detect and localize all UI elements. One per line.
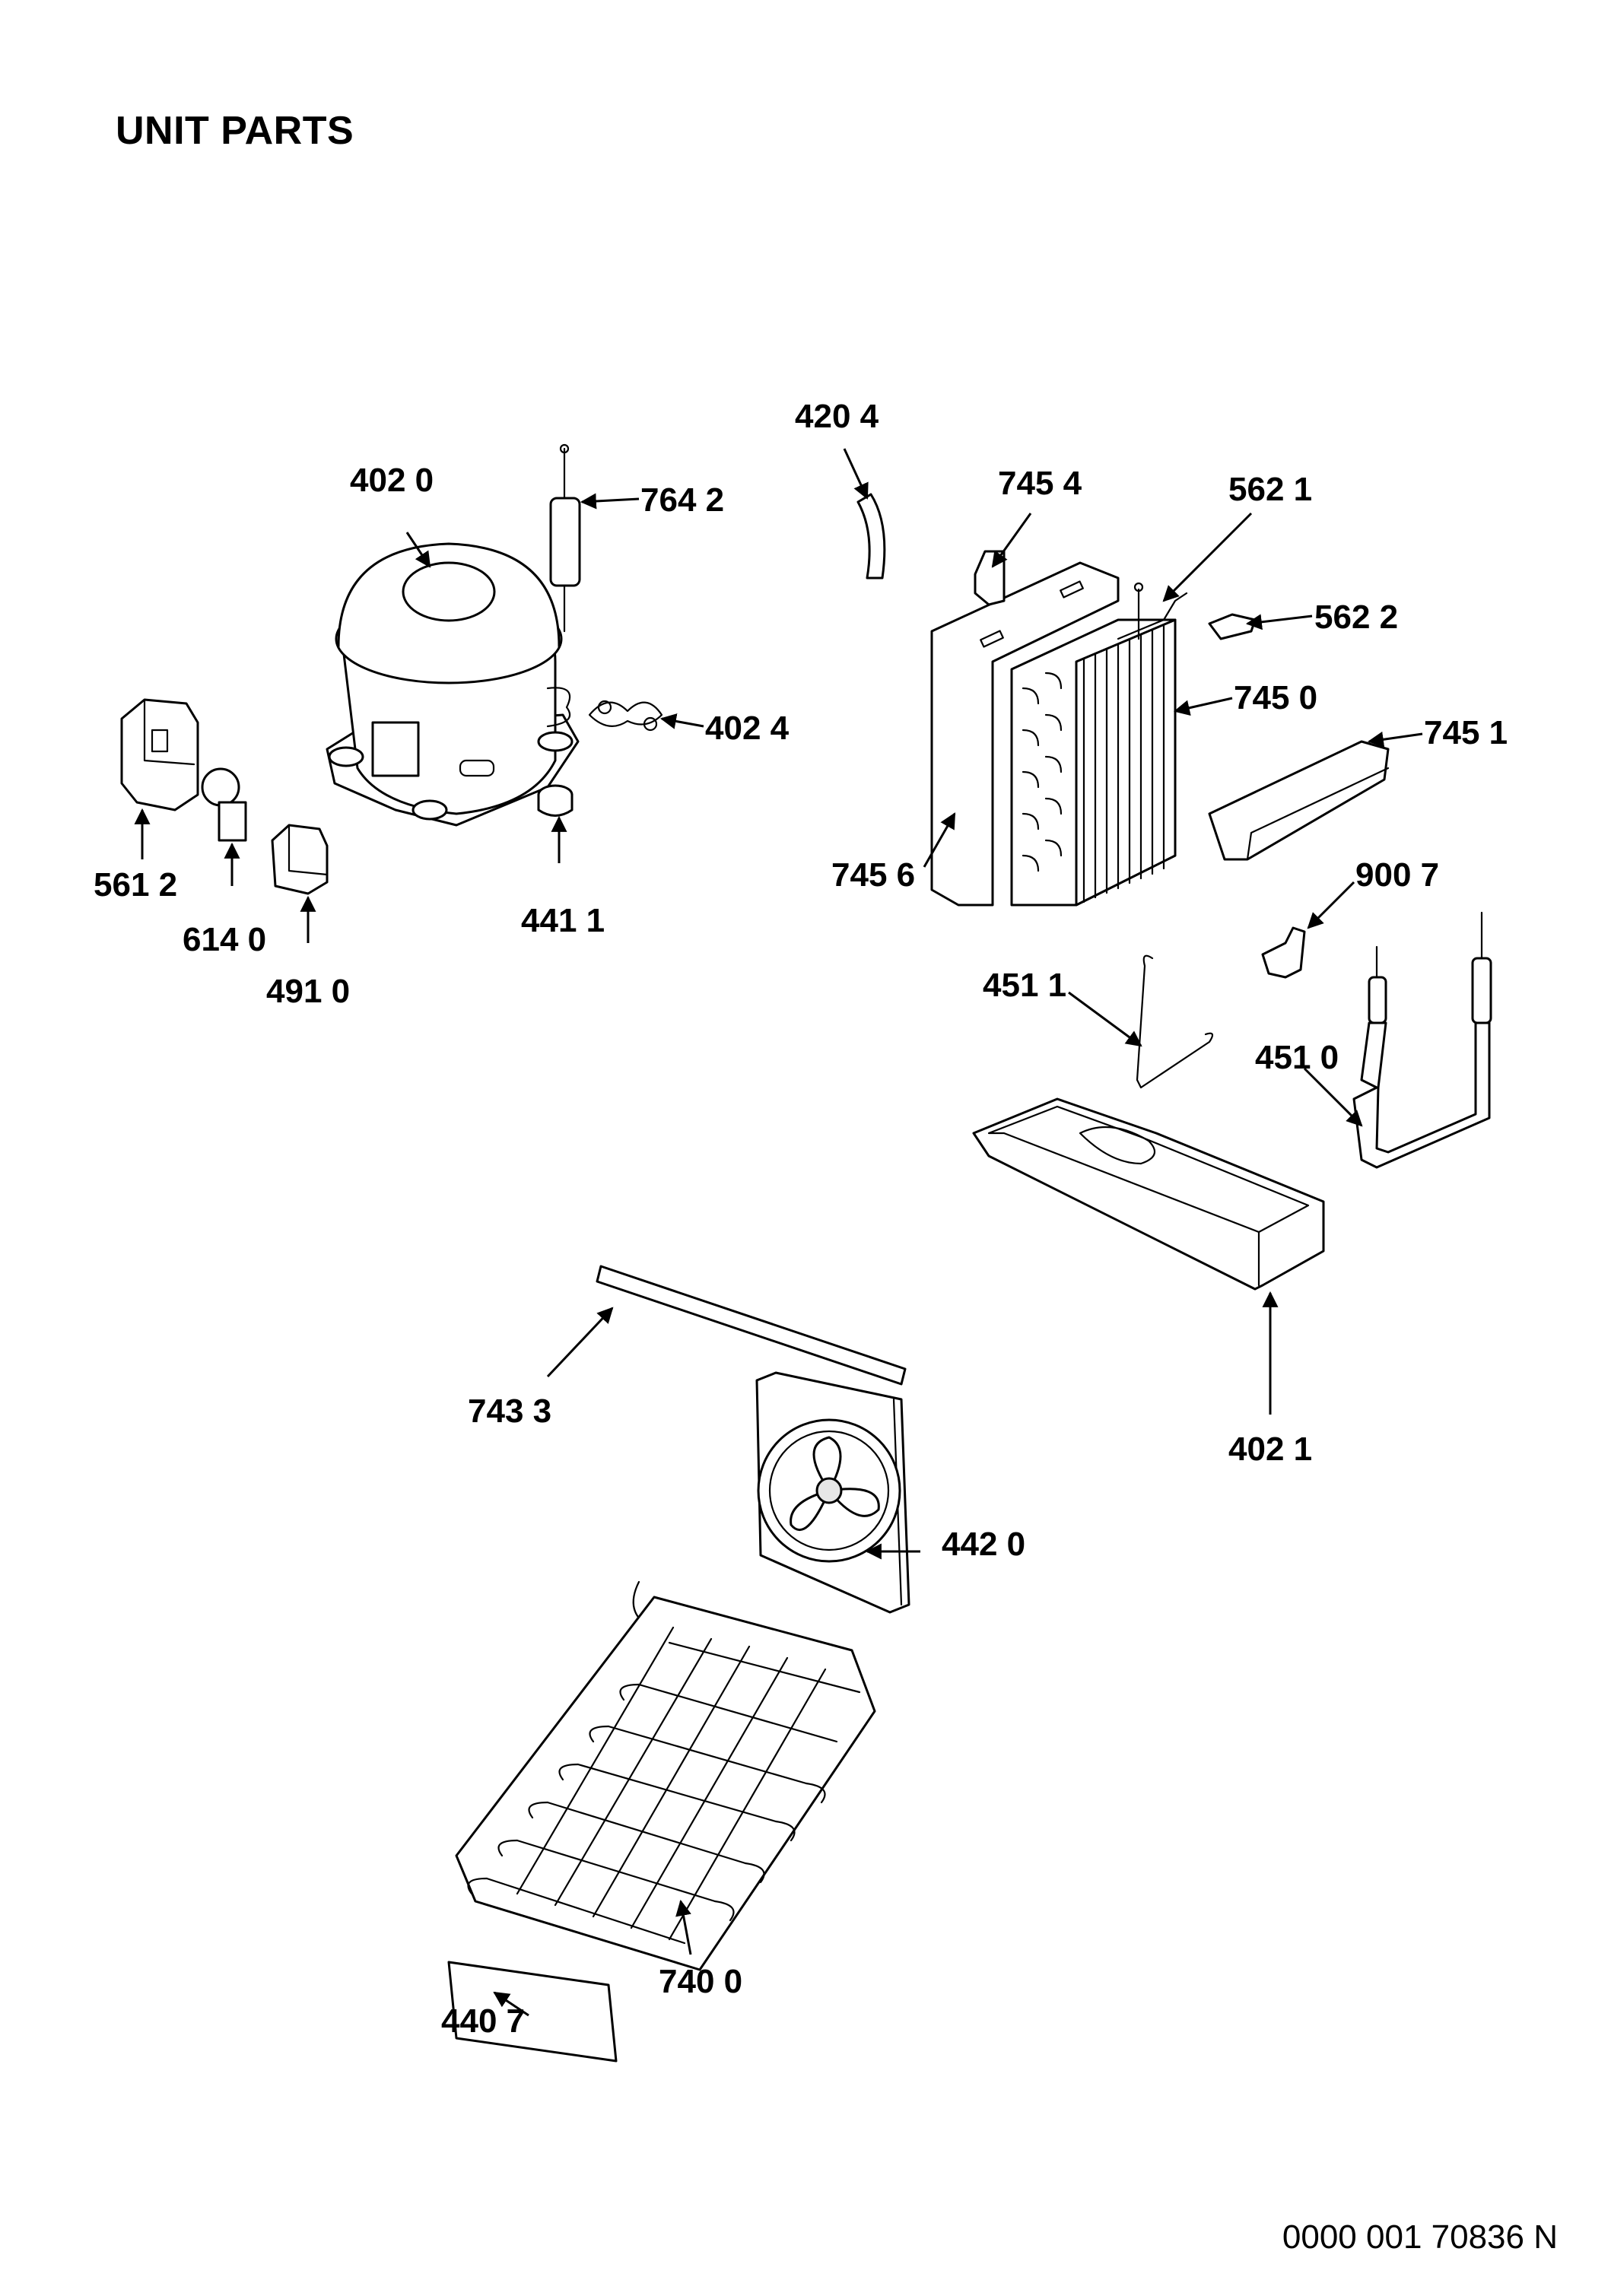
cover-clip-drawing (974, 550, 1006, 606)
label-743-3: 743 3 (468, 1393, 551, 1430)
seal-strip-drawing (596, 1265, 907, 1386)
hose-drawing (856, 493, 886, 580)
label-402-1: 402 1 (1228, 1431, 1312, 1468)
compressor-drawing (326, 542, 580, 827)
bracket-clip-drawing (1261, 926, 1306, 979)
label-440-7: 440 7 (441, 2002, 525, 2040)
drip-tray-drawing (972, 1097, 1325, 1291)
label-420-4: 420 4 (795, 398, 879, 435)
label-402-4: 402 4 (705, 710, 790, 747)
label-561-2: 561 2 (94, 866, 177, 903)
heater-tube-drawing (1352, 911, 1492, 1169)
label-614-0: 614 0 (183, 921, 266, 958)
label-451-0: 451 0 (1255, 1039, 1339, 1076)
label-562-2: 562 2 (1314, 599, 1398, 636)
compressor-clip-drawing (588, 700, 663, 732)
label-402-0: 402 0 (350, 462, 434, 499)
label-745-6: 745 6 (831, 856, 915, 894)
condenser-drawing (455, 1580, 876, 1971)
label-451-1: 451 1 (983, 967, 1066, 1004)
label-900-7: 900 7 (1355, 856, 1439, 894)
connector-drawing (1208, 613, 1257, 640)
evaporator-shield-drawing (930, 561, 1120, 907)
evaporator-drawing (1010, 582, 1188, 907)
protector-drawing (201, 767, 247, 842)
drier-filter-drawing (549, 443, 581, 633)
label-441-1: 441 1 (521, 902, 605, 939)
label-764-2: 764 2 (640, 481, 724, 519)
label-740-0: 740 0 (659, 1963, 742, 2000)
label-491-0: 491 0 (266, 973, 350, 1010)
label-745-4: 745 4 (998, 465, 1082, 502)
label-442-0: 442 0 (942, 1526, 1025, 1563)
fan-motor-drawing (755, 1371, 910, 1614)
relay-cover-drawing (271, 824, 329, 895)
label-745-1: 745 1 (1424, 714, 1508, 751)
rubber-grommet-drawing (537, 784, 574, 817)
label-562-1: 562 1 (1228, 471, 1312, 508)
page-title: UNIT PARTS (116, 109, 354, 153)
evaporator-cover-drawing (1208, 740, 1390, 861)
document-number: 0000 001 70836 N (1282, 2218, 1558, 2256)
leader-lines (134, 448, 1423, 2017)
part-labels: 402 0 764 2 402 4 441 1 561 2 614 0 491 … (94, 398, 1508, 2040)
label-745-0: 745 0 (1234, 679, 1317, 716)
condenser-cover-drawing (447, 1961, 618, 2063)
wire-hanger-drawing (1136, 954, 1214, 1089)
starter-relay-drawing (120, 698, 199, 811)
